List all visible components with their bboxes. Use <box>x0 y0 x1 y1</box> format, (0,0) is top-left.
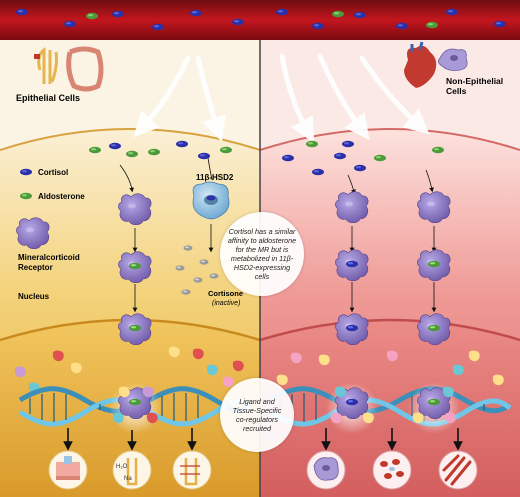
output-arrows <box>63 428 463 451</box>
legend-aldosterone-label: Aldosterone <box>38 192 85 201</box>
legend-cortisol-label: Cortisol <box>38 168 68 177</box>
left-outcome-potassium-icon <box>172 450 212 490</box>
legend-receptor-label-line1: Mineralcorticoid <box>18 253 80 262</box>
right-receptor-aldosterone <box>417 250 450 281</box>
cortisone-inactive-note: (inactive) <box>212 300 240 307</box>
kidney-colon-icon <box>34 46 104 92</box>
right-outcome-cardiomyocyte-icon <box>438 450 478 490</box>
metabolism-callout: Cortisol has a similar affinity to aldos… <box>220 212 304 296</box>
right-receptor-empty-1 <box>334 191 369 224</box>
left-receptor-empty <box>117 193 152 226</box>
right-outcome-macrophage-icon <box>306 450 346 490</box>
blood-vessel <box>0 0 520 40</box>
left-outcome-epithelium-icon <box>48 450 88 490</box>
right-receptor-cortisol-nuclear <box>335 314 368 345</box>
legend-receptor-label-line2: Receptor <box>18 263 53 272</box>
right-panel-title-line1: Non-Epithelial <box>446 76 503 86</box>
right-diffusion-arrows <box>279 53 430 143</box>
metabolism-callout-text: Cortisol has a similar affinity to aldos… <box>227 227 297 281</box>
svg-text:Na: Na <box>124 476 132 482</box>
hsd2-enzyme-icon <box>192 181 230 220</box>
left-receptor-nuclear <box>118 314 151 345</box>
nucleus-label: Nucleus <box>18 292 50 301</box>
legend-cortisol-icon <box>20 168 32 176</box>
left-receptor-aldosterone <box>118 252 151 283</box>
enzyme-label: 11β-HSD2 <box>196 173 234 182</box>
cortisone-label: Cortisone <box>208 289 243 298</box>
legend-aldosterone-icon <box>20 192 32 200</box>
right-receptor-aldosterone-nuclear <box>417 314 450 345</box>
coregulators-callout: Ligand and Tissue-Specific co-regulators… <box>220 378 294 452</box>
coregulators-callout-text: Ligand and Tissue-Specific co-regulators… <box>232 397 282 433</box>
right-receptor-empty-2 <box>416 191 451 224</box>
left-panel-title: Epithelial Cells <box>16 93 80 103</box>
heart-cell-icon <box>404 41 468 88</box>
left-outcome-ion-transport-icon: H₂O Na <box>112 450 152 490</box>
legend-receptor-icon <box>15 217 50 250</box>
right-receptor-cortisol <box>335 250 368 281</box>
right-outcome-vascular-icon <box>372 450 412 490</box>
right-panel-title-line2: Cells <box>446 86 467 96</box>
left-diffusion-arrows <box>133 55 226 142</box>
svg-text:H₂O: H₂O <box>116 464 128 470</box>
